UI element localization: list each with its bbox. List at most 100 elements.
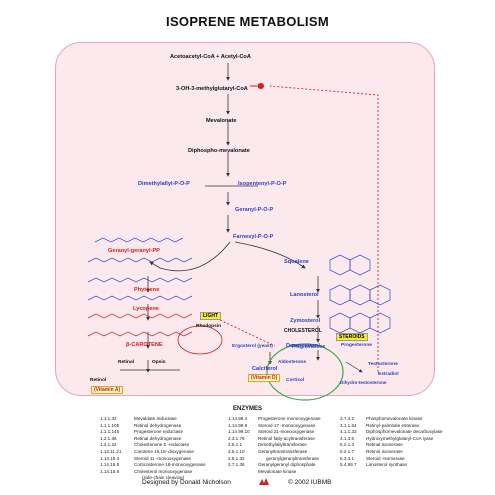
node-desmosterol: Desmosterol <box>286 343 320 349</box>
node-diphosphomevalonate: Diphospho-mevalonate <box>188 148 250 154</box>
designer-credit: Designed by Donald Nicholson <box>142 479 231 486</box>
enzyme-names-col3: Phosphomevalonate kinase Retinyl-palmita… <box>366 416 443 469</box>
node-testosterone: Testosterone <box>368 362 398 367</box>
enzyme-code: 5.2.1.3 <box>340 442 355 448</box>
enzyme-code: 1.1.1.105 <box>100 422 120 428</box>
node-aldosterone: Aldosterone <box>278 360 306 365</box>
enzymes-title: ENZYMES <box>232 406 262 412</box>
enzyme-code: 1.14.99.4 <box>228 416 248 421</box>
enzyme-code: 2.7.4.2 <box>340 416 355 421</box>
enzyme-code: 1.1.1.32 <box>100 416 117 421</box>
enzyme-code: 2.5.1.32 <box>228 455 245 461</box>
enzyme-code: 2.3.1.76 <box>228 435 245 441</box>
node-zymosterol: Zymosterol <box>290 318 321 324</box>
enzyme-code: 4.1.3.5 <box>340 435 355 441</box>
node-estradiol: Estradiol <box>378 372 399 377</box>
enzyme-code: 1.2.1.36 <box>100 435 117 441</box>
node-ipp: Isopentenyl-P-O-P <box>238 181 287 187</box>
node-fpp: Farnesyl-P-O-P <box>233 234 274 240</box>
enzyme-code: 1.14.15.4 <box>100 455 120 461</box>
iubmb-logo-icon <box>258 477 270 487</box>
enzyme-name: Mevalonate kinase <box>258 468 297 474</box>
enzyme-name: Retinol dehydrogenase <box>134 422 182 428</box>
node-progesterone: Progesterone <box>341 343 372 348</box>
node-vitamin-a: (Vitamin A) <box>91 386 124 394</box>
node-dihydrotestosterone: Dihydro-testosterone <box>340 380 387 385</box>
enzyme-name: Geranylgeranyl diphosphate <box>258 462 316 468</box>
enzyme-name: Steroid 11 -monooxygenase <box>134 455 192 461</box>
enzyme-code: 5.4.99.7 <box>340 462 357 468</box>
enzyme-code: 1.14.15.6 <box>100 468 120 474</box>
steroids-badge: STEROIDS <box>336 333 368 341</box>
molecule-sketches <box>87 237 391 334</box>
node-calciferol: Calciferol <box>252 366 278 372</box>
node-cholesterol: CHOLESTEROL <box>284 328 322 334</box>
node-cortisol: Cortisol <box>286 378 305 383</box>
enzyme-code: 3.1.1.64 <box>340 422 357 428</box>
enzyme-names-col2: Progesterone monooxygenase Steroid 17 -m… <box>258 416 321 475</box>
enzyme-name: Cholesterol monooxygenase <box>134 468 193 474</box>
node-hmg-coa: 3-OH-3-methylglutaryl-CoA <box>176 86 248 92</box>
node-pregnenolone: Pregnenolone <box>292 344 326 350</box>
enzyme-code: 1.14.99.9 <box>228 422 248 428</box>
carotenoid-sketches <box>87 313 193 337</box>
enzyme-name: Diphosphomevalonate decarboxylase <box>366 429 443 435</box>
node-retinol: Retinol <box>90 378 107 383</box>
light-badge: LIGHT <box>200 312 221 320</box>
enzyme-name: Steroid 17 -monooxygenase <box>258 422 316 428</box>
enzyme-name: geranylgeranyltransferase <box>266 455 320 461</box>
node-gpp: Geranyl-P-O-P <box>235 207 274 213</box>
enzyme-name: Mevaldate reductase <box>134 416 177 421</box>
node-vitamin-d: (Vitamin D) <box>248 374 281 382</box>
enzyme-code: 1.1.1.145 <box>100 429 120 435</box>
enzyme-name: Retinol isomerase <box>366 448 403 454</box>
enzyme-name: Corticosterone 18-monooxygenase <box>134 462 206 468</box>
copyright: © 2002 IUBMB <box>288 479 332 486</box>
enzyme-code: 2.5.1.1 <box>228 442 243 448</box>
node-ergosterol: Ergosterol (yeast) <box>232 344 273 349</box>
node-lanosterol: Lanosterol <box>290 292 319 298</box>
enzyme-code: 1.3.1.22 <box>100 442 117 448</box>
enzyme-name: Retinol fatty-acyltransferase <box>258 435 315 441</box>
node-lycopene: Lycopene <box>133 306 159 312</box>
enzyme-name: (side-chain cleaving) <box>142 475 185 481</box>
node-retinal: Retinal <box>118 360 134 365</box>
enzyme-name: Steroid 21-monooxygenase <box>258 429 315 435</box>
enzyme-name: Steroid -isomerase <box>366 455 405 461</box>
node-phytoene: Phytoene <box>134 287 160 293</box>
node-ggpp: Geranyl-geranyl-PP <box>108 248 160 254</box>
node-opsin: Opsin <box>152 360 166 365</box>
enzyme-code: 1.14.99.10 <box>228 429 250 435</box>
enzyme-names-col1: Mevaldate reductase Retinol dehydrogenas… <box>134 416 206 482</box>
enzyme-name: Lanosterol synthase <box>366 462 408 468</box>
enzyme-code: 4.1.1.33 <box>340 429 357 435</box>
page-title: ISOPRENE METABOLISM <box>166 14 329 29</box>
enzyme-code: 5.2.1.7 <box>340 448 355 454</box>
enzyme-code: 2.7.1.36 <box>228 462 245 468</box>
enzyme-name: Cholestenone 5 -reductase <box>134 442 190 448</box>
enzyme-name: Progesterone monooxygenase <box>258 416 321 421</box>
enzyme-name: Phosphomevalonate kinase <box>366 416 423 421</box>
node-rhodopsin: Rhodopsin <box>196 324 222 329</box>
node-acetyl-coa: Acetoacetyl-CoA + Acetyl-CoA <box>170 54 251 60</box>
pathway-panel <box>55 42 435 396</box>
enzyme-codes-col1: 1.1.1.32 1.1.1.105 1.1.1.145 1.2.1.36 1.… <box>100 416 121 475</box>
enzyme-codes-col2: 1.14.99.4 1.14.99.9 1.14.99.10 2.3.1.76 … <box>228 416 250 469</box>
enzyme-code: 2.5.1.10 <box>228 448 245 454</box>
node-squalene: Squalene <box>284 259 309 265</box>
enzyme-name: Retinyl-palmitate esterase <box>366 422 420 428</box>
enzyme-name: Carotene 15,15'-dioxygenase <box>134 448 194 454</box>
enzyme-name: Geranyltranstransferase <box>258 448 308 454</box>
enzyme-name: Retinal isomerase <box>366 442 403 448</box>
enzyme-code: 1.13.11.21 <box>100 448 122 454</box>
node-dmapp: Dimethylallyl-P-O-P <box>138 181 190 187</box>
enzyme-name: Dimethylallyltransferase <box>258 442 307 448</box>
enzyme-name: Progesterone reductase <box>134 429 184 435</box>
enzyme-codes-col3: 2.7.4.2 3.1.1.64 4.1.1.33 4.1.3.5 5.2.1.… <box>340 416 357 469</box>
enzyme-name: Hydroxymethylglutaryl-CoA lyase <box>366 435 434 441</box>
node-mevalonate: Mevalonate <box>206 118 237 124</box>
feedback-point <box>258 83 264 89</box>
enzyme-name: Retinal dehydrogenase <box>134 435 182 441</box>
node-carotene: β-CAROTENE <box>126 342 163 348</box>
